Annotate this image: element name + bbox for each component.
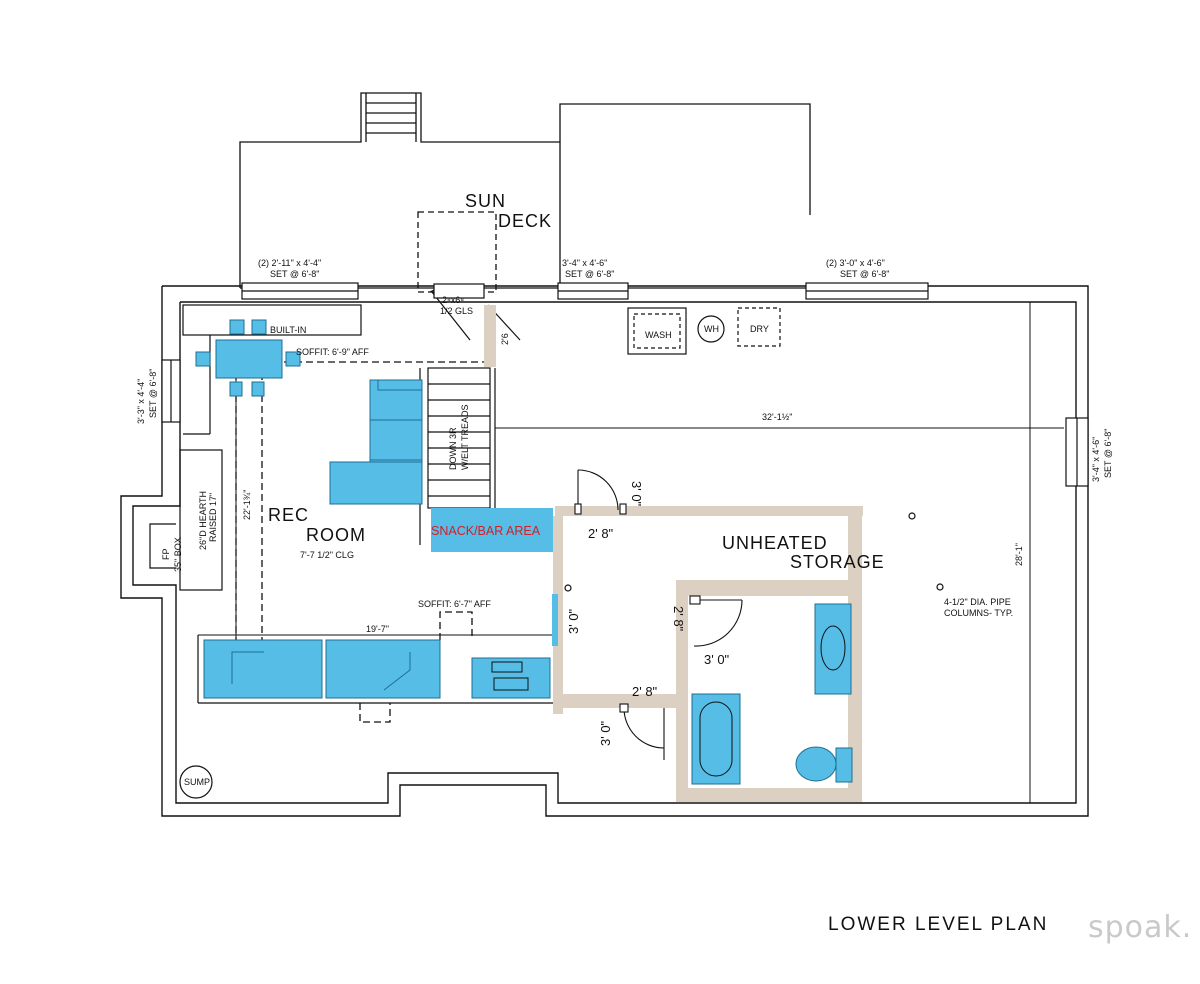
- pipe-note-1: 4-1/2" DIA. PIPE: [944, 597, 1011, 607]
- vanity-sink: [814, 603, 852, 695]
- dim-2-8-bath: 2' 8": [671, 606, 686, 632]
- dining-table: [215, 339, 283, 379]
- entry-door: [429, 283, 521, 341]
- dim-28: 28'-1": [1014, 543, 1024, 566]
- dry-label: DRY: [750, 324, 769, 334]
- right-window-set: SET @ 6'-8": [1103, 429, 1113, 478]
- unheated-label-2: STORAGE: [790, 552, 885, 572]
- keyboard: [493, 677, 529, 691]
- dining-set: [195, 319, 301, 397]
- window-1-set: SET @ 6'-8": [270, 269, 319, 279]
- entry-door-size: 2⁸x6⁸: [442, 295, 464, 305]
- dim-22: 22'-1¾": [242, 490, 252, 520]
- sun-deck-label-2: DECK: [498, 211, 552, 231]
- snack-bar-counter: [431, 508, 553, 552]
- dim-3-0-bath: 3' 0": [704, 652, 730, 667]
- monitor: [491, 661, 523, 673]
- right-window-size: 3'-4" x 4'-6": [1091, 437, 1101, 482]
- hearth-raised: RAISED 17": [208, 493, 218, 542]
- unheated-label-1: UNHEATED: [722, 533, 828, 553]
- dim-3-0-left: 3' 0": [566, 608, 581, 634]
- hearth-note: 26"D HEARTH: [198, 491, 208, 550]
- window-3-size: (2) 3'-0" x 4'-6": [826, 258, 885, 268]
- interior-doors: [574, 469, 743, 760]
- door-marker-blue: [552, 594, 558, 646]
- left-window-set: SET @ 6'-8": [148, 369, 158, 418]
- left-window-size: 3'-3" x 4'-4": [136, 379, 146, 424]
- window-3-set: SET @ 6'-8": [840, 269, 889, 279]
- stairs-down: DOWN 3R: [448, 427, 458, 470]
- top-windows: [161, 282, 1089, 487]
- window-2-set: SET @ 6'-8": [565, 269, 614, 279]
- dim-3-0-bottom: 3' 0": [598, 720, 613, 746]
- sectional-sofa: [329, 379, 423, 505]
- sun-deck: [239, 92, 811, 293]
- built-in-note: BUILT-IN: [270, 325, 306, 335]
- dim-19: 19'-7": [366, 624, 389, 634]
- wash-label: WASH: [645, 330, 672, 340]
- dim-32: 32'-1½": [762, 412, 792, 422]
- washer: [627, 307, 687, 355]
- pipe-columns: [179, 512, 944, 799]
- dim-2-8-top: 2' 8": [588, 526, 614, 541]
- sump-label: SUMP: [184, 777, 210, 787]
- soffit-note-1: SOFFIT: 6'-9" AFF: [296, 347, 369, 357]
- interior-lines: [149, 304, 556, 704]
- stairs-treads: W/ELT TREADS: [460, 404, 470, 470]
- pipe-note-2: COLUMNS- TYP.: [944, 608, 1013, 618]
- bathtub: [691, 693, 741, 785]
- wh-label: WH: [704, 324, 719, 334]
- laundry-appliances: [627, 307, 781, 355]
- dim-3-0-top: 3' 0": [629, 481, 644, 507]
- bathroom-fixtures: [691, 603, 853, 785]
- soffit-note-2: SOFFIT: 6'-7" AFF: [418, 599, 491, 609]
- snack-bar-label: SNACK/BAR AREA: [431, 524, 541, 538]
- dimension-lines: [198, 302, 1064, 803]
- side-door-size: 2'6: [500, 333, 510, 345]
- window-1-size: (2) 2'-11" x 4'-4": [258, 258, 321, 268]
- entry-door-glass: 1/2 GLS: [440, 306, 473, 316]
- dim-2-8-bottom: 2' 8": [632, 684, 658, 699]
- toilet-bowl: [795, 746, 837, 782]
- water-heater: [697, 315, 725, 343]
- fireplace-label: FP: [161, 548, 171, 560]
- rec-room-ceiling: 7'-7 1/2" CLG: [300, 550, 354, 560]
- toilet-tank: [835, 747, 853, 783]
- sofas: [203, 639, 441, 699]
- rec-room-label-2: ROOM: [306, 525, 366, 545]
- exterior-walls: [120, 285, 1089, 817]
- sun-deck-label-1: SUN: [465, 191, 506, 211]
- plan-title: LOWER LEVEL PLAN: [828, 914, 1049, 935]
- dryer: [737, 307, 781, 347]
- spoak-watermark: spoak.: [1088, 910, 1193, 945]
- window-2-size: 3'-4" x 4'-6": [562, 258, 607, 268]
- rec-room-label-1: REC: [268, 505, 309, 525]
- fireplace-box: 35" BOX: [173, 537, 183, 572]
